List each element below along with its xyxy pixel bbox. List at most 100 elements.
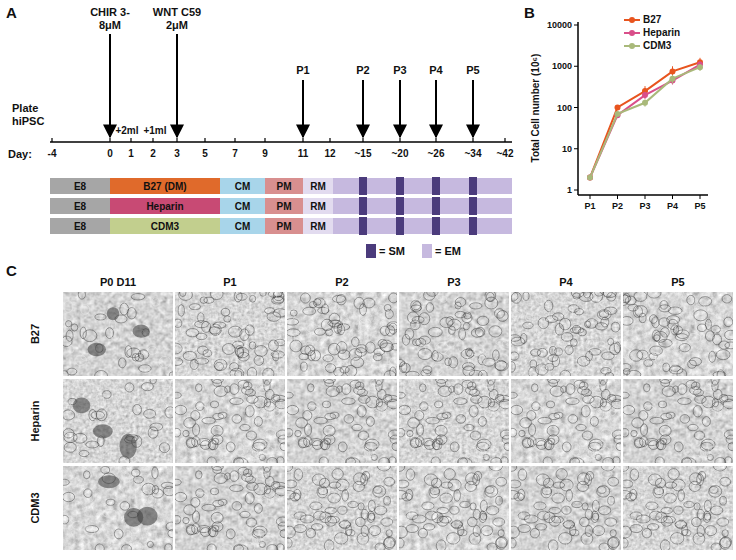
- cell-outline: [486, 292, 494, 301]
- cell-outline: [615, 441, 623, 452]
- cell-outline: [95, 544, 104, 553]
- cell-outline: [66, 330, 73, 341]
- cell-outline: [299, 438, 310, 447]
- cell-outline: [454, 489, 461, 501]
- cell-outline: [578, 473, 590, 485]
- cell-outline: [236, 536, 245, 542]
- cell-outline: [724, 430, 736, 439]
- cell-outline: [549, 356, 559, 366]
- cell-outline: [150, 377, 156, 384]
- cell-outline: [484, 446, 497, 454]
- cell-outline: [232, 502, 242, 511]
- cell-outline: [426, 303, 433, 313]
- series-point: [697, 64, 703, 70]
- cell-outline: [319, 478, 329, 488]
- cell-outline: [636, 462, 645, 472]
- cell-outline: [108, 544, 121, 554]
- micrograph-ground: [399, 466, 509, 550]
- cell-outline: [71, 324, 78, 331]
- figure-label: P5: [671, 276, 684, 289]
- cell-outline: [209, 327, 220, 334]
- cell-outline: [285, 319, 298, 326]
- cell-outline: [538, 317, 549, 328]
- cell-outline: [384, 496, 391, 505]
- cell-outline: [564, 308, 573, 319]
- cell-outline: [459, 333, 468, 340]
- cell-outline: [467, 456, 479, 465]
- cell-outline: [169, 343, 183, 354]
- cell-outline: [693, 533, 705, 545]
- cell-outline: [247, 367, 257, 378]
- cell-outline: [408, 418, 420, 428]
- micrograph-ground: [63, 466, 173, 550]
- cell-outline: [618, 431, 632, 441]
- figure-label: 5: [202, 148, 208, 160]
- legend-marker: [629, 30, 635, 36]
- cell-outline: [234, 291, 242, 302]
- cell-outline: [454, 398, 468, 405]
- cell-outline: [433, 364, 442, 374]
- cell-outline: [571, 289, 584, 298]
- cell-outline: [396, 526, 408, 538]
- cell-outline: [134, 476, 144, 483]
- cell-outline: [377, 429, 388, 438]
- cell-outline: [272, 482, 280, 490]
- band-label: CM: [235, 181, 251, 192]
- band-label: Heparin: [146, 201, 183, 212]
- cell-outline: [78, 290, 85, 299]
- cell-outline: [523, 292, 529, 301]
- cell-outline: [285, 428, 293, 437]
- cell-outline: [220, 544, 233, 554]
- cell-outline: [368, 513, 375, 520]
- cell-outline: [695, 395, 706, 403]
- cell-outline: [540, 361, 547, 372]
- y-axis: [577, 22, 579, 195]
- cell-outline: [556, 333, 567, 341]
- cell-outline: [623, 368, 630, 374]
- cell-outline: [660, 377, 672, 383]
- cell-outline: [572, 484, 585, 495]
- cell-outline: [89, 409, 97, 420]
- cell-outline: [301, 362, 308, 371]
- cell-outline: [377, 461, 390, 470]
- cell-outline: [619, 516, 633, 522]
- cell-outline: [195, 471, 202, 479]
- cell-outline: [323, 361, 333, 369]
- cell-outline: [549, 507, 561, 513]
- cell-outline: [586, 449, 594, 458]
- cell-outline: [235, 371, 242, 378]
- figure-label: P0 D11: [100, 276, 136, 289]
- cell-outline: [366, 403, 374, 410]
- cell-outline: [83, 330, 97, 342]
- cell-outline: [431, 457, 440, 466]
- cell-outline: [676, 520, 687, 529]
- figure-label: WNT C59 2μM: [148, 6, 206, 31]
- colony-spot: [133, 324, 150, 337]
- cell-outline: [230, 398, 244, 405]
- cell-outline: [720, 537, 732, 548]
- cell-outline: [571, 387, 580, 397]
- cell-outline: [527, 488, 534, 499]
- series-line: [590, 65, 700, 178]
- cell-outline: [283, 516, 297, 522]
- cell-outline: [81, 304, 90, 314]
- cell-outline: [423, 524, 434, 530]
- figure-label: CDM3: [29, 492, 42, 523]
- cell-outline: [455, 311, 466, 317]
- cell-outline: [633, 306, 642, 318]
- cell-outline: [379, 458, 390, 467]
- cell-outline: [605, 372, 613, 379]
- cell-outline: [298, 437, 307, 448]
- cell-outline: [261, 497, 274, 505]
- cell-outline: [455, 302, 461, 309]
- x-axis: [578, 194, 708, 196]
- band-label: E8: [74, 201, 86, 212]
- cell-outline: [660, 367, 673, 375]
- cell-outline: [495, 309, 505, 319]
- cell-outline: [412, 515, 426, 523]
- cell-outline: [120, 502, 130, 511]
- cell-outline: [421, 370, 431, 377]
- cell-outline: [447, 540, 455, 551]
- cell-outline: [254, 322, 265, 328]
- cell-outline: [342, 515, 349, 522]
